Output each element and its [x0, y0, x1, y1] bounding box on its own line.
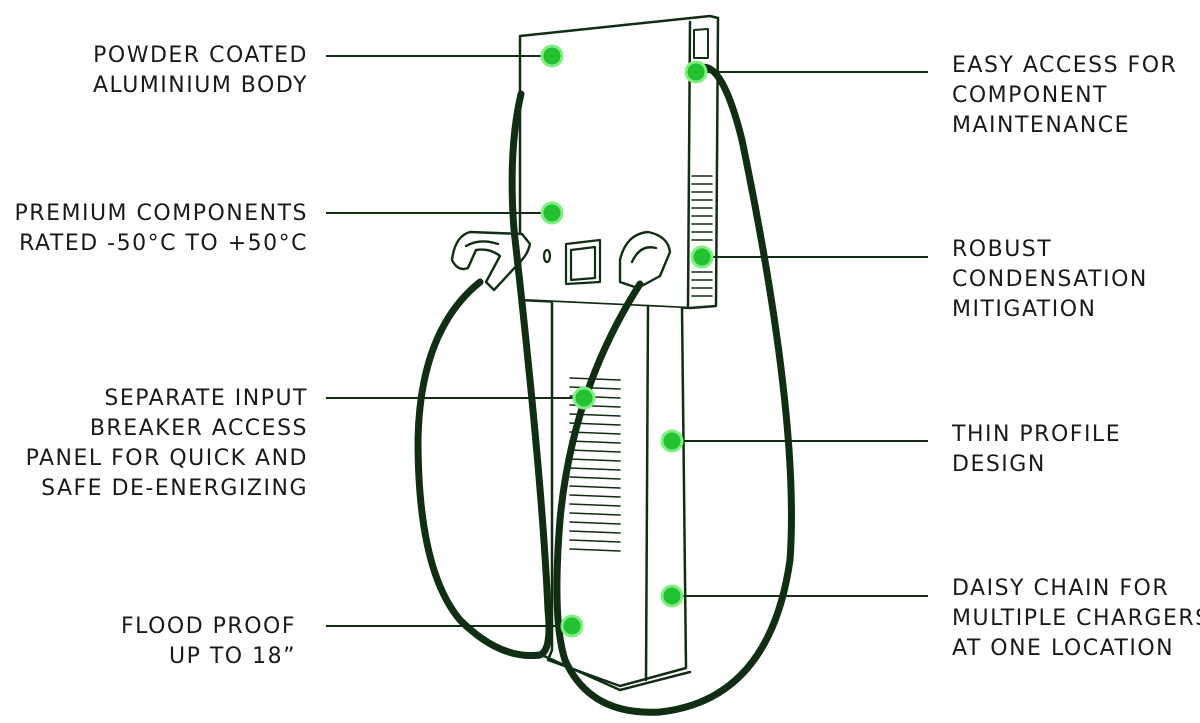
leader-lines — [326, 55, 928, 627]
callout-profile: THIN PROFILE DESIGN — [952, 420, 1121, 480]
callout-dots — [540, 44, 714, 638]
callout-body-line-1: POWDER COATED — [93, 43, 308, 68]
callout-maintenance-line-1: EASY ACCESS FOR — [952, 53, 1178, 78]
dot-condensation — [690, 245, 714, 269]
callout-breaker-line-1: SEPARATE INPUT — [104, 386, 308, 411]
callout-flood: FLOOD PROOF UP TO 18” — [121, 612, 296, 672]
left-connector-holster — [450, 230, 532, 292]
callout-maintenance: EASY ACCESS FOR COMPONENT MAINTENANCE — [952, 51, 1177, 141]
dot-profile — [660, 429, 684, 453]
callout-condensation-line-2: CONDENSATION — [952, 267, 1148, 292]
callout-flood-line-2: UP TO 18” — [168, 644, 296, 669]
callout-condensation-line-3: MITIGATION — [952, 297, 1097, 322]
dot-maintenance — [684, 60, 708, 84]
cabinet-vents — [691, 175, 713, 297]
dot-body — [540, 44, 564, 68]
callout-condensation: ROBUST CONDENSATION MITIGATION — [952, 235, 1148, 325]
callout-components: PREMIUM COMPONENTS RATED -50°C TO +50°C — [15, 199, 308, 259]
dot-daisy — [660, 584, 684, 608]
dot-breaker — [572, 386, 596, 410]
callout-body: POWDER COATED ALUMINIUM BODY — [93, 41, 308, 101]
dot-components — [540, 201, 564, 225]
callout-maintenance-line-2: COMPONENT — [952, 83, 1108, 108]
charging-cables — [414, 63, 795, 716]
callout-breaker: SEPARATE INPUT BREAKER ACCESS PANEL FOR … — [26, 384, 308, 504]
callout-profile-line-1: THIN PROFILE — [952, 422, 1122, 447]
callout-daisy-line-2: MULTIPLE CHARGERS — [952, 606, 1200, 631]
callout-daisy: DAISY CHAIN FOR MULTIPLE CHARGERS AT ONE… — [952, 574, 1200, 664]
right-connector-holster — [618, 230, 672, 290]
callout-breaker-line-4: SAFE DE-ENERGIZING — [41, 476, 308, 501]
callout-maintenance-line-3: MAINTENANCE — [952, 113, 1131, 138]
callout-profile-line-2: DESIGN — [952, 452, 1046, 477]
callout-daisy-line-1: DAISY CHAIN FOR — [952, 576, 1170, 601]
callout-components-line-1: PREMIUM COMPONENTS — [14, 201, 308, 226]
dot-flood — [560, 614, 584, 638]
callout-condensation-line-1: ROBUST — [952, 237, 1053, 262]
callout-breaker-line-3: PANEL FOR QUICK AND — [25, 446, 308, 471]
callout-daisy-line-3: AT ONE LOCATION — [952, 636, 1175, 661]
callout-components-line-2: RATED -50°C TO +50°C — [19, 231, 308, 256]
callout-body-line-2: ALUMINIUM BODY — [92, 73, 308, 98]
display-panel — [542, 238, 602, 286]
callout-breaker-line-2: BREAKER ACCESS — [89, 416, 308, 441]
callout-flood-line-1: FLOOD PROOF — [120, 614, 296, 639]
